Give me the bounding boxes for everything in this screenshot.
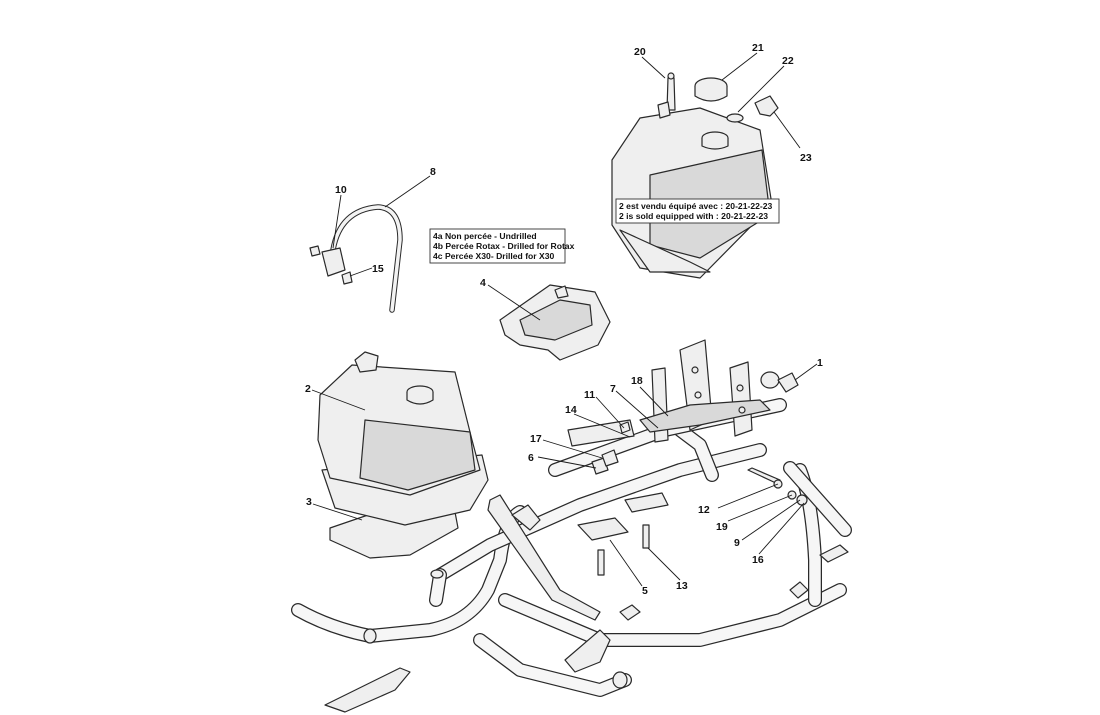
hardware-parts — [567, 372, 808, 576]
callout-6: 6 — [528, 452, 534, 464]
callout-2: 2 — [305, 383, 311, 395]
callout-22: 22 — [782, 55, 794, 67]
callout-labels: 20 21 22 23 10 8 15 4 1 2 18 11 7 14 17 … — [305, 42, 823, 597]
callout-9: 9 — [734, 537, 740, 549]
callout-23: 23 — [800, 152, 812, 164]
callout-7: 7 — [610, 383, 616, 395]
variant-note-line-2: 4b Percée Rotax - Drilled for Rotax — [433, 241, 575, 251]
callout-3: 3 — [306, 496, 312, 508]
variant-note-box: 4a Non percée - Undrilled 4b Percée Rota… — [429, 228, 575, 264]
kart-frame — [291, 371, 852, 713]
equipped-note-box: 2 est vendu équipé avec : 20-21-22-23 2 … — [615, 198, 780, 224]
tank-support-4 — [499, 284, 611, 361]
leader-lines — [311, 52, 818, 587]
callout-14: 14 — [565, 404, 577, 416]
callout-20: 20 — [634, 46, 646, 58]
seat-bracket-assembly — [639, 339, 771, 443]
callout-1: 1 — [817, 357, 823, 369]
callout-13: 13 — [676, 580, 688, 592]
callout-21: 21 — [752, 42, 764, 54]
callout-12: 12 — [698, 504, 710, 516]
callout-11: 11 — [584, 389, 595, 401]
seal-22 — [726, 113, 744, 123]
fuel-tank-2 — [317, 351, 489, 559]
callout-16: 16 — [752, 554, 764, 566]
variant-note-line-1: 4a Non percée - Undrilled — [433, 231, 537, 241]
callout-5: 5 — [642, 585, 648, 597]
callout-19: 19 — [716, 521, 728, 533]
callout-4: 4 — [480, 277, 486, 289]
callout-15: 15 — [372, 263, 384, 275]
callout-17: 17 — [530, 433, 542, 445]
callout-18: 18 — [631, 375, 643, 387]
fuel-tank-exploded — [611, 72, 779, 279]
fuel-hose-assembly — [309, 204, 403, 313]
callout-8: 8 — [430, 166, 436, 178]
variant-note-line-3: 4c Percée X30- Drilled for X30 — [433, 251, 555, 261]
equipped-note-en: 2 is sold equipped with : 20-21-22-23 — [619, 211, 768, 221]
equipped-note-fr: 2 est vendu équipé avec : 20-21-22-23 — [619, 201, 773, 211]
callout-10: 10 — [335, 184, 347, 196]
